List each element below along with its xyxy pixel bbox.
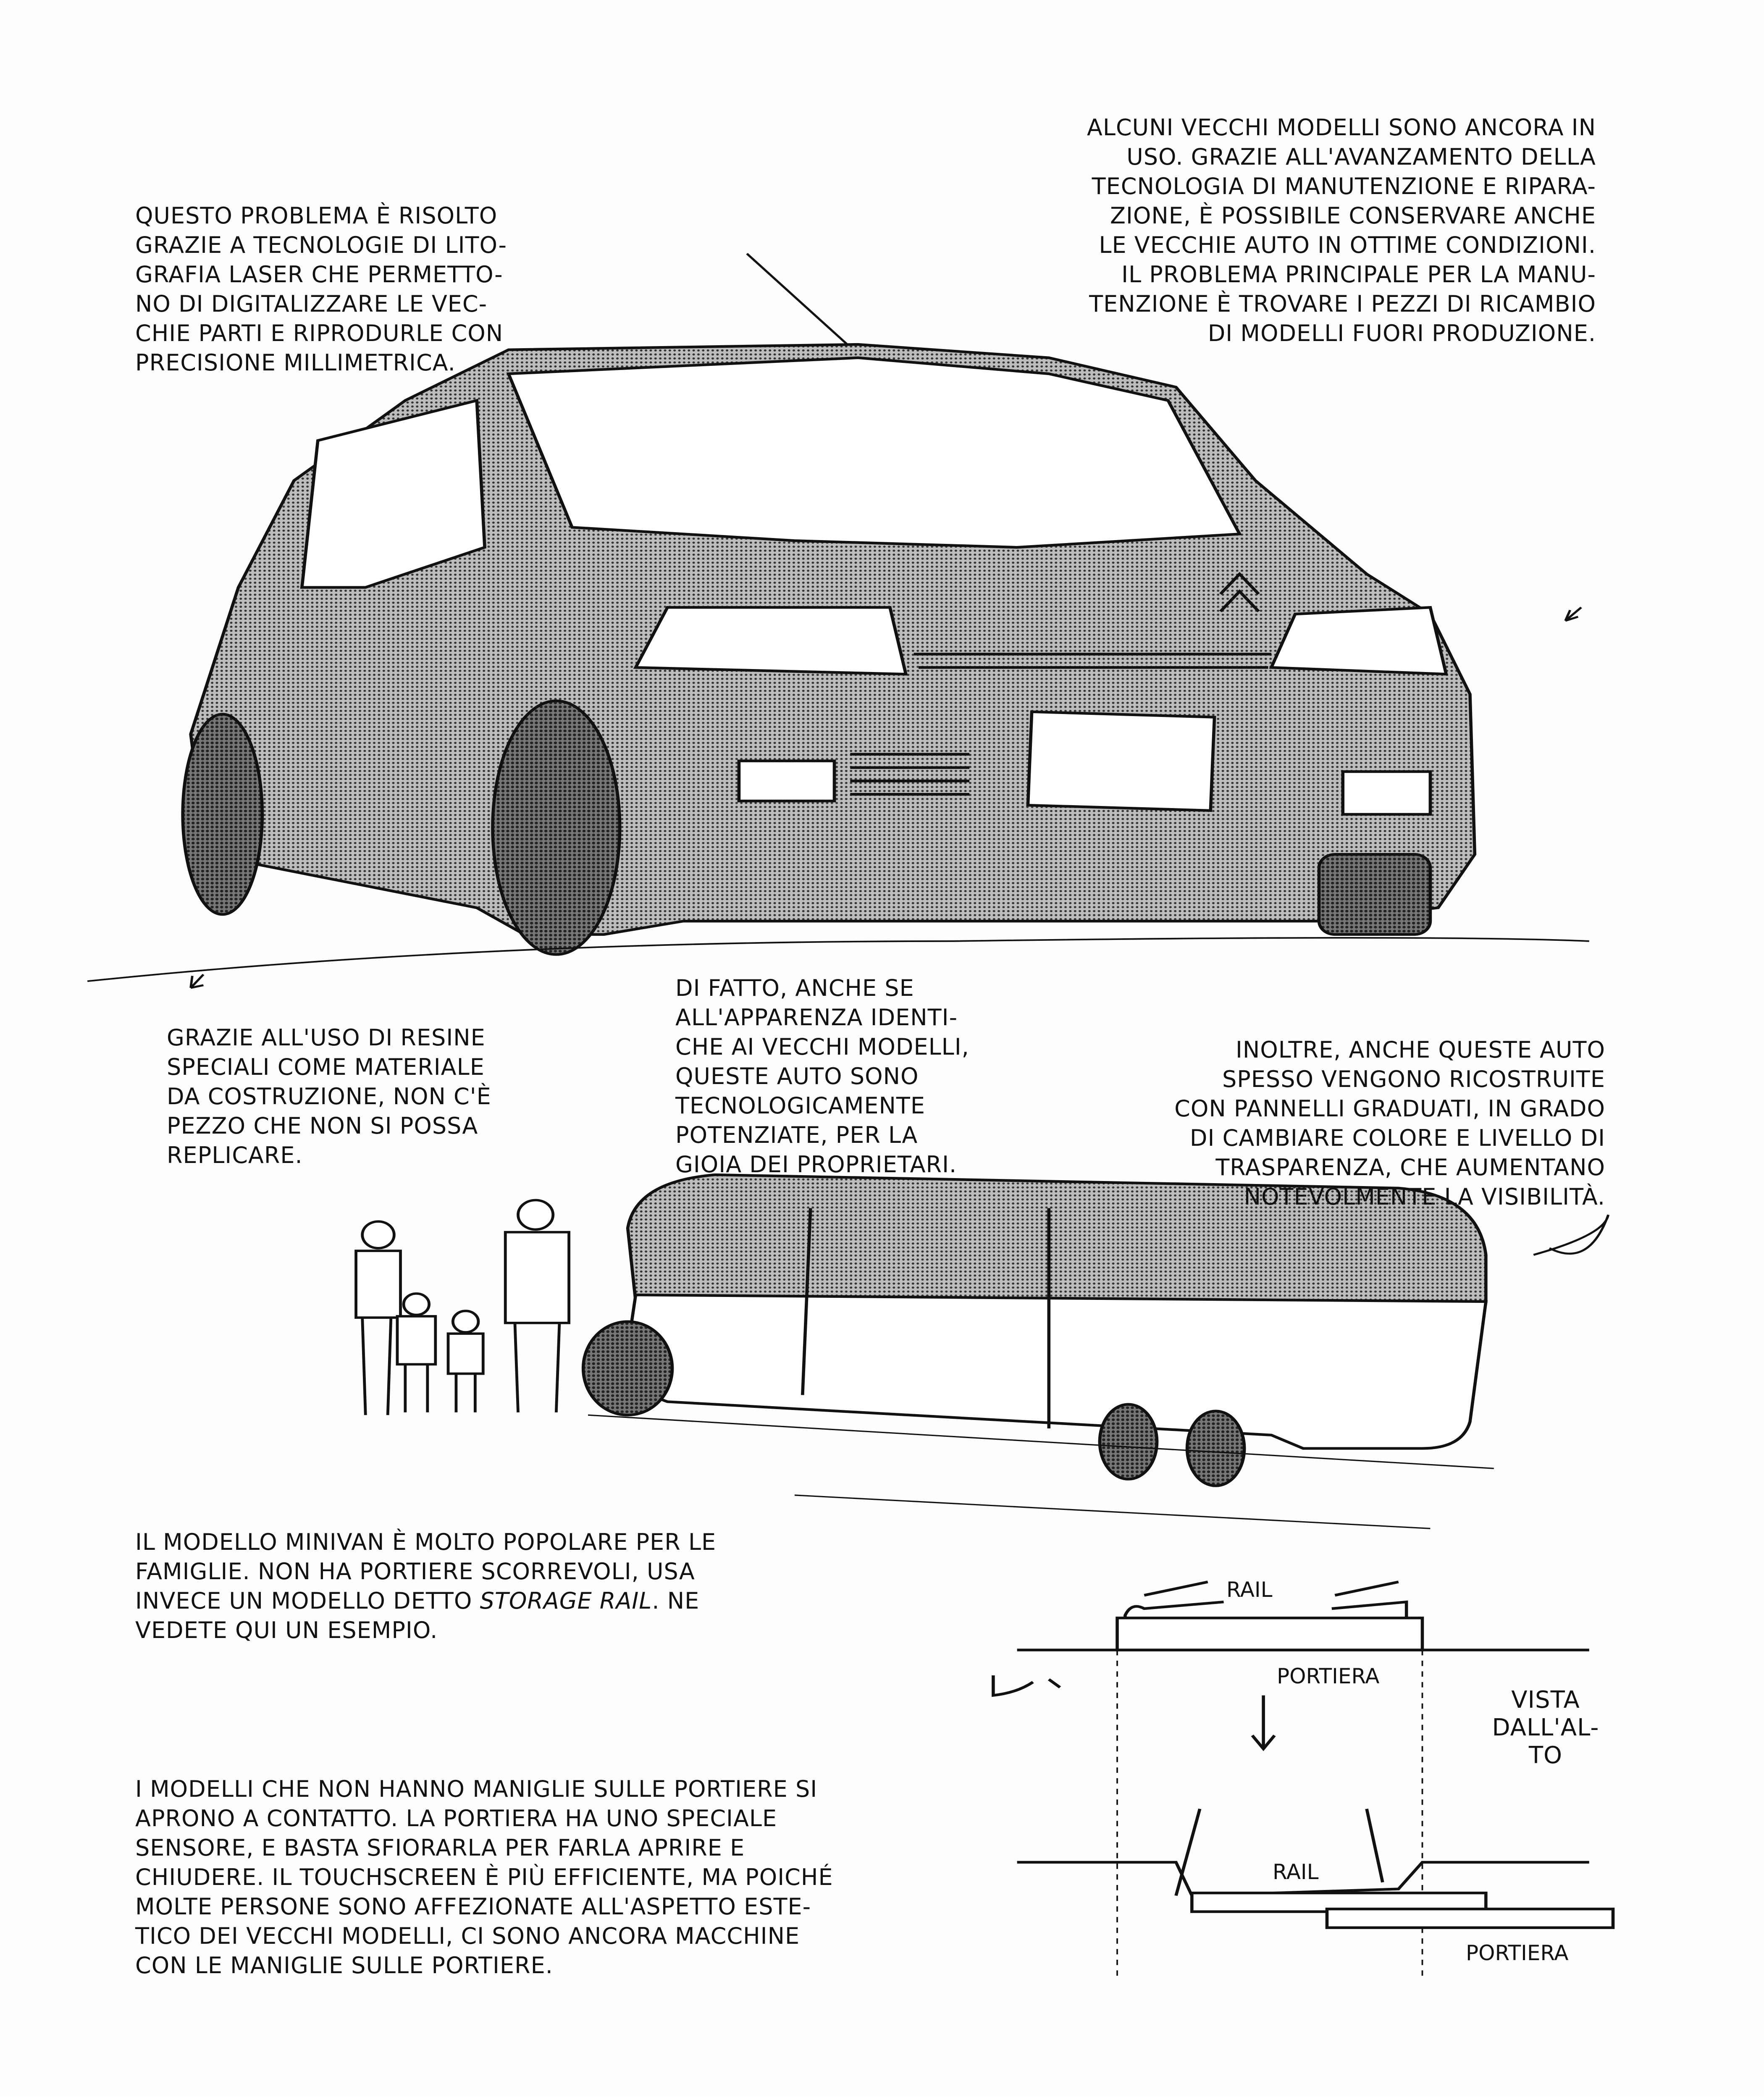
label-door-bottom: PORTIERA xyxy=(1466,1941,1569,1965)
caption-graduated-panels: Inoltre, anche queste auto spesso vengon… xyxy=(1174,1037,1605,1210)
label-top-view: VISTA DALL'AL- TO xyxy=(1492,1686,1599,1769)
caption-minivan: Il modello minivan è molto popolare per … xyxy=(135,1528,716,1645)
label-rail-top: RAIL xyxy=(1226,1578,1273,1602)
minivan-drawing xyxy=(581,1173,1610,1529)
family-drawing xyxy=(354,1199,570,1415)
caption-resins: Grazie all'uso di resine speciali come m… xyxy=(167,1024,491,1168)
caption-maintenance: Alcuni vecchi modelli sono ancora in uso… xyxy=(1087,114,1596,346)
caption-minivan-text-a: Il modello minivan è molto popolare per … xyxy=(135,1529,717,1614)
storage-rail-diagram xyxy=(992,1580,1615,1976)
label-rail-bottom: RAIL xyxy=(1273,1860,1319,1884)
caption-minivan-text-b: . Ne vedete qui un esempio. xyxy=(135,1588,700,1643)
caption-laser-lithography: Questo problema è risolto grazie a tecno… xyxy=(135,202,507,376)
caption-minivan-italic: storage rail xyxy=(480,1588,652,1614)
caption-door-handles: I modelli che non hanno maniglie sulle p… xyxy=(135,1776,833,1979)
caption-upgraded: Di fatto, anche se all'apparenza identi-… xyxy=(675,975,969,1178)
label-door-top: PORTIERA xyxy=(1277,1664,1380,1688)
hatchback-car-drawing xyxy=(87,253,1589,989)
